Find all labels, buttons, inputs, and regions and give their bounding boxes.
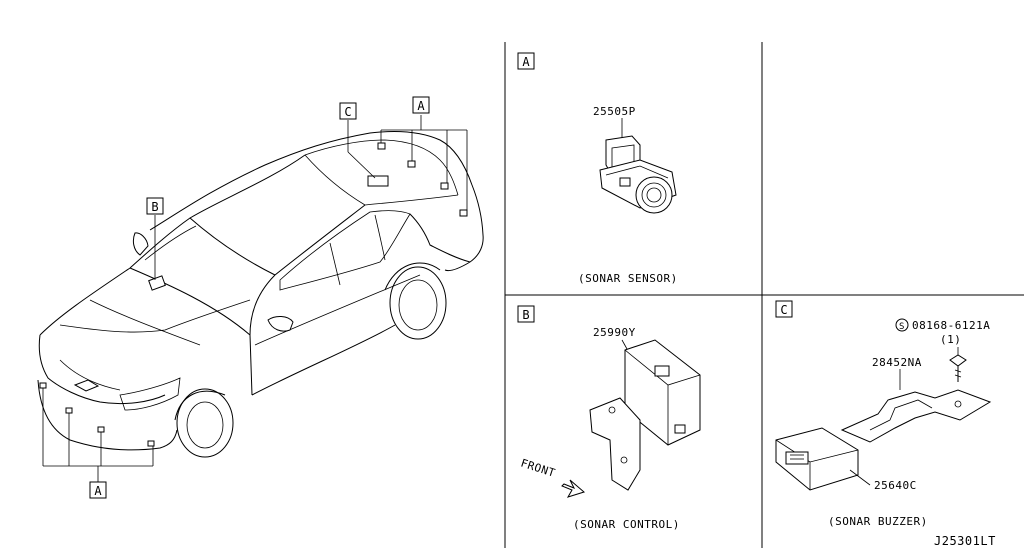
svg-text:A: A bbox=[417, 99, 425, 113]
screw-symbol-icon bbox=[895, 318, 909, 332]
callout-a-bottom: A bbox=[89, 481, 107, 499]
svg-text:A: A bbox=[522, 55, 530, 69]
screw-part-number: 08168-6121A bbox=[912, 319, 990, 332]
callout-c-main: C bbox=[339, 102, 357, 120]
sonar-control-part-number: 25990Y bbox=[593, 326, 636, 339]
buzzer-drawing bbox=[775, 427, 859, 491]
panel-c-callout: C bbox=[775, 300, 793, 318]
sonar-buzzer-caption: (SONAR BUZZER) bbox=[828, 515, 928, 528]
panel-dividers bbox=[504, 42, 1024, 548]
bracket-drawing bbox=[840, 389, 992, 443]
screw-quantity: (1) bbox=[940, 333, 961, 346]
screw-drawing bbox=[949, 354, 967, 382]
panel-b: B 25990Y FRONT (SONAR CONTROL) bbox=[517, 305, 701, 531]
car-illustration bbox=[37, 130, 484, 458]
callout-a-top: A bbox=[412, 96, 430, 114]
svg-text:C: C bbox=[344, 105, 351, 119]
sonar-control-caption: (SONAR CONTROL) bbox=[573, 518, 680, 531]
svg-text:B: B bbox=[151, 200, 158, 214]
svg-text:B: B bbox=[522, 308, 529, 322]
panel-c: C S 08168-6121A (1) 28452NA 25640C bbox=[775, 300, 992, 528]
front-label: FRONT bbox=[519, 456, 557, 479]
sonar-sensor-part-number: 25505P bbox=[593, 105, 636, 118]
bracket-part-number: 28452NA bbox=[872, 356, 922, 369]
sonar-sensor-caption: (SONAR SENSOR) bbox=[578, 272, 678, 285]
car-leader-lines bbox=[42, 115, 468, 482]
front-arrow-icon bbox=[561, 479, 586, 498]
svg-text:S: S bbox=[899, 322, 905, 332]
panel-b-callout: B bbox=[517, 305, 535, 323]
sonar-sensor-drawing bbox=[599, 135, 677, 214]
panel-a-callout: A bbox=[517, 52, 535, 70]
callout-b-main: B bbox=[146, 197, 164, 215]
sonar-control-drawing bbox=[589, 339, 701, 491]
svg-text:C: C bbox=[780, 303, 787, 317]
diagram-code: J25301LT bbox=[934, 534, 996, 548]
buzzer-part-number: 25640C bbox=[874, 479, 917, 492]
panel-a: A 25505P (SONAR SENSOR) bbox=[517, 52, 678, 285]
svg-text:A: A bbox=[94, 484, 102, 498]
